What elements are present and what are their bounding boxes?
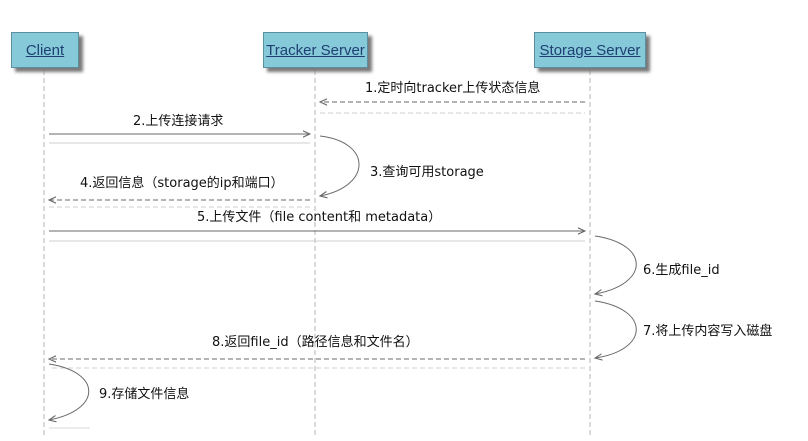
message-9-label: 9.存储文件信息 [99, 387, 190, 402]
message-3-self-loop [320, 135, 360, 196]
participant-storage-label: Storage Server [539, 41, 641, 59]
message-8-label: 8.返回file_id（路径信息和文件名） [212, 335, 419, 350]
participant-tracker-label: Tracker Server [266, 41, 365, 59]
message-6-self-loop [595, 235, 637, 294]
message-9-self-loop [49, 363, 90, 420]
message-2-label: 2.上传连接请求 [133, 114, 224, 129]
message-5-label: 5.上传文件（file content和 metadata） [197, 210, 442, 225]
message-3-label: 3.查询可用storage [370, 165, 484, 180]
message-4-label: 4.返回信息（storage的ip和端口） [80, 176, 284, 191]
message-6-label: 6.生成file_id [643, 263, 720, 278]
participant-storage-server: Storage Server [534, 32, 646, 68]
participant-tracker-server: Tracker Server [263, 32, 368, 68]
message-7-self-loop [595, 300, 637, 358]
message-1-label: 1.定时向tracker上传状态信息 [365, 81, 541, 96]
participant-client-label: Client [25, 41, 65, 59]
message-7-label: 7.将上传内容写入磁盘 [643, 324, 773, 339]
participant-client: Client [11, 32, 79, 68]
